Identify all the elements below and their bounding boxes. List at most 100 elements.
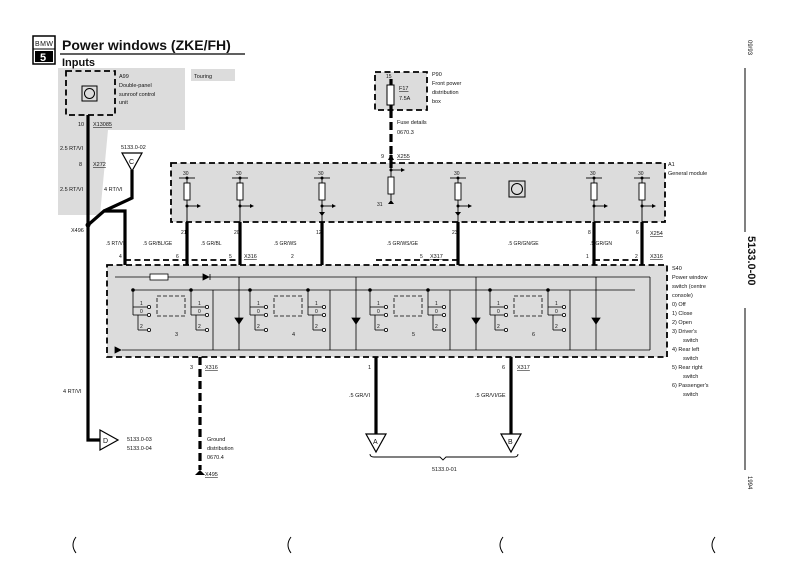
switch-position: 0 <box>377 309 380 315</box>
s40-box <box>106 264 668 358</box>
pin-number: 15 <box>386 74 392 80</box>
binding-holes <box>72 536 716 554</box>
wire-branch <box>86 209 127 265</box>
wire-label: .5 RT/VI <box>106 241 124 247</box>
fuse-rating: 7.5A <box>399 96 411 102</box>
pin-number: 5 <box>420 254 423 260</box>
switch-position: 0 <box>315 309 318 315</box>
terminal-label: 30 <box>638 171 644 177</box>
wire-label: .5 GR/GN <box>590 241 612 247</box>
terminal-label: 31 <box>377 202 383 208</box>
diode <box>202 273 211 281</box>
pin-number: 12 <box>316 230 322 236</box>
legend-item: 6) Passenger's <box>672 383 709 389</box>
wire-label: .5 GR/GN/GE <box>508 241 539 247</box>
legend-item: 1) Close <box>672 311 692 317</box>
page-number: 5133.0-00 <box>745 236 757 286</box>
component-desc: Front power <box>432 81 462 87</box>
terminal-label: 30 <box>454 171 460 177</box>
component-desc: General module <box>668 171 707 177</box>
switch-position: 1 <box>257 301 260 307</box>
fuse-id: F17 <box>399 86 408 92</box>
revision-date: 09/93 <box>746 40 752 56</box>
brace <box>369 453 519 461</box>
pin-number: 6 <box>176 254 179 260</box>
legend-item: 5) Rear right <box>672 365 703 371</box>
page-subtitle: Inputs <box>62 57 95 69</box>
model-year: 1994 <box>746 476 752 490</box>
pin-number: 8 <box>79 162 82 168</box>
switch-position: 2 <box>497 324 500 330</box>
connector-id: X272 <box>93 162 106 168</box>
switch-position: 1 <box>435 301 438 307</box>
triangle-b <box>499 433 523 454</box>
logo-series: 5 <box>40 52 46 64</box>
touring-shade <box>191 69 235 81</box>
wire-label: 4 RT/VI <box>63 389 82 395</box>
page-ref: 5133.0-04 <box>127 446 152 452</box>
wire-c <box>103 170 134 213</box>
a1-output-stage <box>586 176 608 222</box>
wire-label: .5 GR/VI/GE <box>475 393 506 399</box>
switch-number: 5 <box>412 332 415 338</box>
legend-item: 0) Off <box>672 302 686 308</box>
connector-id: X316 <box>650 254 663 260</box>
legend-item: 3) Driver's <box>672 329 697 335</box>
pin-number: 5 <box>229 254 232 260</box>
component-desc: distribution <box>432 90 459 96</box>
s40-shade <box>107 265 667 357</box>
page-title: Power windows (ZKE/FH) <box>62 37 231 53</box>
motor-icon <box>81 85 98 102</box>
switch-position: 0 <box>555 309 558 315</box>
connector-letter: D <box>103 438 108 445</box>
pin-number: 23 <box>452 230 458 236</box>
a1-output-stage <box>314 176 336 222</box>
a1-output-stage <box>232 176 254 222</box>
switch-position: 0 <box>140 309 143 315</box>
page-ref: 0670.3 <box>397 130 414 136</box>
switch-position: 2 <box>315 324 318 330</box>
legend-item: 4) Rear left <box>672 347 700 353</box>
connector-id: X317 <box>430 254 443 260</box>
switch-position: 0 <box>257 309 260 315</box>
legend-item: switch <box>683 392 698 398</box>
a1-input-stage <box>387 154 405 204</box>
switch-position: 2 <box>198 324 201 330</box>
wire-label: .5 GR/BL/GE <box>143 241 173 247</box>
connector-id: X316 <box>244 254 257 260</box>
wire-label: .5 GR/WS <box>274 241 297 247</box>
junction-dot <box>85 222 91 228</box>
ground-symbol <box>195 470 205 475</box>
switch-position: 2 <box>555 324 558 330</box>
connector-id: X254 <box>650 231 663 237</box>
window-switch <box>131 277 244 350</box>
connector-letter: B <box>508 439 513 446</box>
component-desc: Double-panel <box>119 83 152 89</box>
a99-shade <box>58 68 185 215</box>
pin-number: 6 <box>636 230 639 236</box>
ground-desc: Ground <box>207 437 225 443</box>
switch-position: 1 <box>140 301 143 307</box>
component-desc: unit <box>119 100 128 106</box>
pin-number: 10 <box>78 122 84 128</box>
p90-box <box>374 71 428 111</box>
connector-letter: C <box>129 159 134 166</box>
triangle-a <box>364 433 388 454</box>
switch-position: 0 <box>497 309 500 315</box>
legend-item: 2) Open <box>672 320 692 326</box>
switch-position: 1 <box>198 301 201 307</box>
wire-label: 4 RT/VI <box>104 187 123 193</box>
triangle-d <box>99 428 120 452</box>
switch-position: 2 <box>257 324 260 330</box>
switch-position: 0 <box>435 309 438 315</box>
component-id: A1 <box>668 162 675 168</box>
a1-output-stage <box>634 176 656 222</box>
a1-box <box>170 162 666 223</box>
component-desc: sunroof control <box>119 92 155 98</box>
window-switch <box>368 277 481 350</box>
a1-shade <box>171 163 665 222</box>
switch-position: 2 <box>140 324 143 330</box>
switch-number: 4 <box>292 332 295 338</box>
wire-label: .5 GR/VI <box>349 393 371 399</box>
